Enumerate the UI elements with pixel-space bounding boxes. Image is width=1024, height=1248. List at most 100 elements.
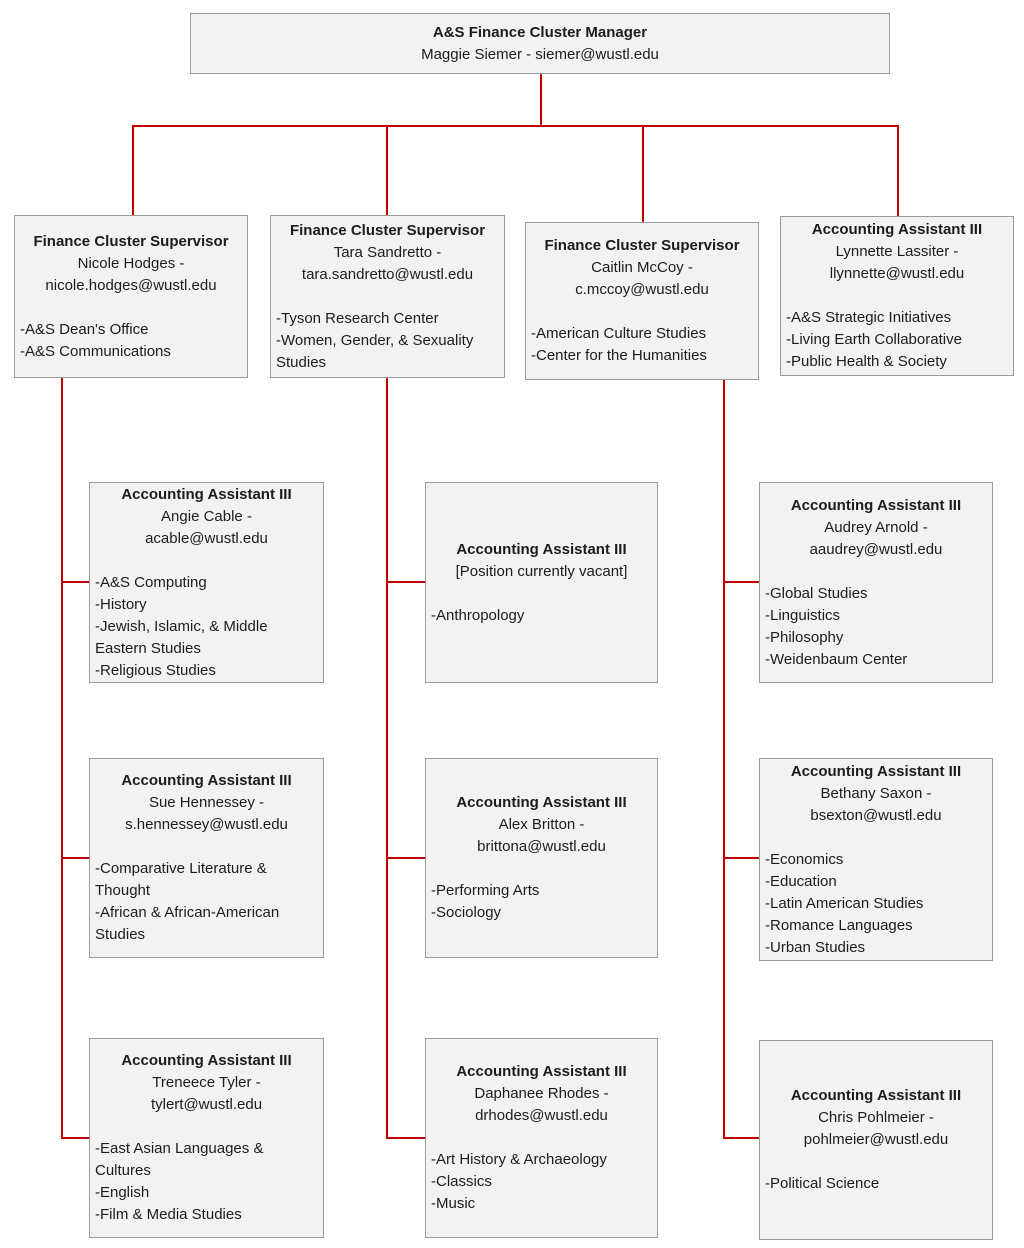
box-assistant-vacant: Accounting Assistant III [Position curre… <box>425 482 658 683</box>
unit-list: -East Asian Languages & Cultures -English… <box>95 1138 318 1226</box>
connector-root-drop <box>540 74 542 125</box>
unit-item: -A&S Communications <box>20 342 171 360</box>
person-name: Caitlin McCoy - <box>591 259 693 276</box>
unit-item: -Music <box>431 1195 476 1212</box>
person-email: pohlmeier@wustl.edu <box>803 1131 949 1148</box>
unit-item: -Center for the Humanities <box>531 347 707 364</box>
unit-list: -Art History & Archaeology-Classics-Musi… <box>431 1149 652 1215</box>
connector-stub-left-1 <box>61 581 89 583</box>
box-assistant-audrey-arnold: Accounting Assistant III Audrey Arnold -… <box>759 482 993 683</box>
unit-item: -Religious Studies <box>95 661 216 679</box>
role-title: Accounting Assistant III <box>121 772 292 789</box>
connector-spine-right <box>723 380 725 1139</box>
box-assistant-chris-pohlmeier: Accounting Assistant III Chris Pohlmeier… <box>759 1040 993 1240</box>
unit-item: -Latin American Studies <box>765 894 924 912</box>
connector-stub-middle-1 <box>386 581 425 583</box>
person-name: Alex Britton - <box>498 816 585 833</box>
unit-list: -Political Science <box>765 1173 987 1195</box>
person-name: Treneece Tyler - <box>152 1074 261 1091</box>
unit-item: -Anthropology <box>431 606 525 624</box>
unit-item: -A&S Strategic Initiatives <box>786 309 952 326</box>
unit-item: -Film & Media Studies <box>95 1206 242 1223</box>
box-assistant-angie-cable: Accounting Assistant III Angie Cable - a… <box>89 482 324 683</box>
unit-item: -Weidenbaum Center <box>765 650 908 668</box>
unit-item: -Tyson Research Center <box>276 309 439 327</box>
unit-item: -Philosophy <box>765 628 844 646</box>
person-email: acable@wustl.edu <box>145 529 268 547</box>
person-name: Sue Hennessey - <box>148 794 265 811</box>
unit-item: -Performing Arts <box>431 882 540 899</box>
role-title: Finance Cluster Supervisor <box>33 232 229 250</box>
unit-item: -Romance Languages <box>765 916 913 934</box>
unit-item: -Political Science <box>765 1175 880 1192</box>
person-name: Lynnette Lassiter - <box>835 243 959 260</box>
role-title: Accounting Assistant III <box>456 794 627 811</box>
box-supervisor-nicole-hodges: Finance Cluster Supervisor Nicole Hodges… <box>14 215 248 378</box>
unit-item: -Living Earth Collaborative <box>786 331 962 348</box>
person-email: llynnette@wustl.edu <box>829 265 965 282</box>
person-name: Audrey Arnold - <box>824 518 928 536</box>
role-title: A&S Finance Cluster Manager <box>432 23 648 41</box>
unit-item: -Linguistics <box>765 606 841 624</box>
role-title: Accounting Assistant III <box>790 496 962 514</box>
box-supervisor-caitlin-mccoy: Finance Cluster Supervisor Caitlin McCoy… <box>525 222 759 380</box>
person-email: aaudrey@wustl.edu <box>809 540 943 558</box>
unit-list: -A&S Computing-History-Jewish, Islamic, … <box>95 572 318 682</box>
role-title: Accounting Assistant III <box>811 221 983 238</box>
unit-list: -Comparative Literature & Thought -Africa… <box>95 858 318 946</box>
unit-list: -Economics -Education -Latin American Stud… <box>765 849 987 959</box>
connector-drop-supervisor3 <box>642 125 644 222</box>
unit-list: -Anthropology <box>431 605 652 627</box>
unit-item: -Sociology <box>431 904 502 921</box>
connector-stub-right-3 <box>723 1137 759 1139</box>
unit-item: -African & African-American Studies <box>95 904 280 943</box>
unit-item: -History <box>95 595 147 613</box>
connector-spine-middle <box>386 378 388 1139</box>
person-name: Daphanee Rhodes - <box>474 1085 609 1102</box>
unit-item: -A&S Dean's Office <box>20 320 149 338</box>
role-title: Finance Cluster Supervisor <box>289 221 486 239</box>
unit-list: -Performing Arts -Sociology <box>431 880 652 924</box>
person-email: bsexton@wustl.edu <box>810 806 942 824</box>
unit-item: -Women, Gender, & Sexuality Studies <box>276 331 474 371</box>
unit-list: -A&S Strategic Initiatives -Living Earth … <box>786 307 1008 373</box>
box-assistant-treneece-tyler: Accounting Assistant III Treneece Tyler … <box>89 1038 324 1238</box>
unit-list: -Global Studies -Linguistics -Philosophy -W… <box>765 583 987 671</box>
unit-item: -Public Health & Society <box>786 353 947 370</box>
person-name: Chris Pohlmeier - <box>818 1109 934 1126</box>
person-line: Maggie Siemer - siemer@wustl.edu <box>421 45 659 63</box>
unit-item: -A&S Computing <box>95 573 207 591</box>
person-email: s.hennessey@wustl.edu <box>125 816 288 833</box>
person-name: Angie Cable - <box>161 507 252 525</box>
role-title: Accounting Assistant III <box>121 1052 292 1069</box>
connector-horizontal-bus <box>132 125 899 127</box>
role-title: Accounting Assistant III <box>456 1063 627 1080</box>
connector-stub-left-2 <box>61 857 89 859</box>
unit-item: -Education <box>765 872 837 890</box>
box-assistant-daphanee-rhodes: Accounting Assistant III Daphanee Rhodes… <box>425 1038 658 1238</box>
unit-item: -Urban Studies <box>765 938 866 956</box>
unit-item: -Economics <box>765 850 844 868</box>
unit-list: -Tyson Research Center -Women, Gender, & … <box>276 308 499 374</box>
connector-spine-left <box>61 378 63 1139</box>
unit-item: -Comparative Literature & Thought <box>95 860 267 899</box>
unit-item: -Global Studies <box>765 584 868 602</box>
connector-drop-supervisor1 <box>132 125 134 215</box>
person-email: c.mccoy@wustl.edu <box>575 281 709 298</box>
connector-stub-right-1 <box>723 581 759 583</box>
connector-stub-left-3 <box>61 1137 89 1139</box>
unit-item: -East Asian Languages & Cultures <box>95 1140 264 1179</box>
role-title: Accounting Assistant III <box>790 762 962 780</box>
vacancy-note: [Position currently vacant] <box>455 562 628 580</box>
person-email: drhodes@wustl.edu <box>475 1107 608 1124</box>
role-title: Accounting Assistant III <box>121 485 292 503</box>
box-assistant-alex-britton: Accounting Assistant III Alex Britton - … <box>425 758 658 958</box>
person-name: Tara Sandretto - <box>333 243 442 261</box>
unit-item: -Classics <box>431 1173 492 1190</box>
box-finance-cluster-manager: A&S Finance Cluster Manager Maggie Sieme… <box>190 13 890 74</box>
unit-item: -English <box>95 1184 150 1201</box>
unit-list: -American Culture Studies -Center for the… <box>531 323 753 367</box>
unit-item: -American Culture Studies <box>531 325 707 342</box>
box-assistant-sue-hennessey: Accounting Assistant III Sue Hennessey -… <box>89 758 324 958</box>
box-assistant-lynnette-lassiter: Accounting Assistant III Lynnette Lassit… <box>780 216 1014 376</box>
